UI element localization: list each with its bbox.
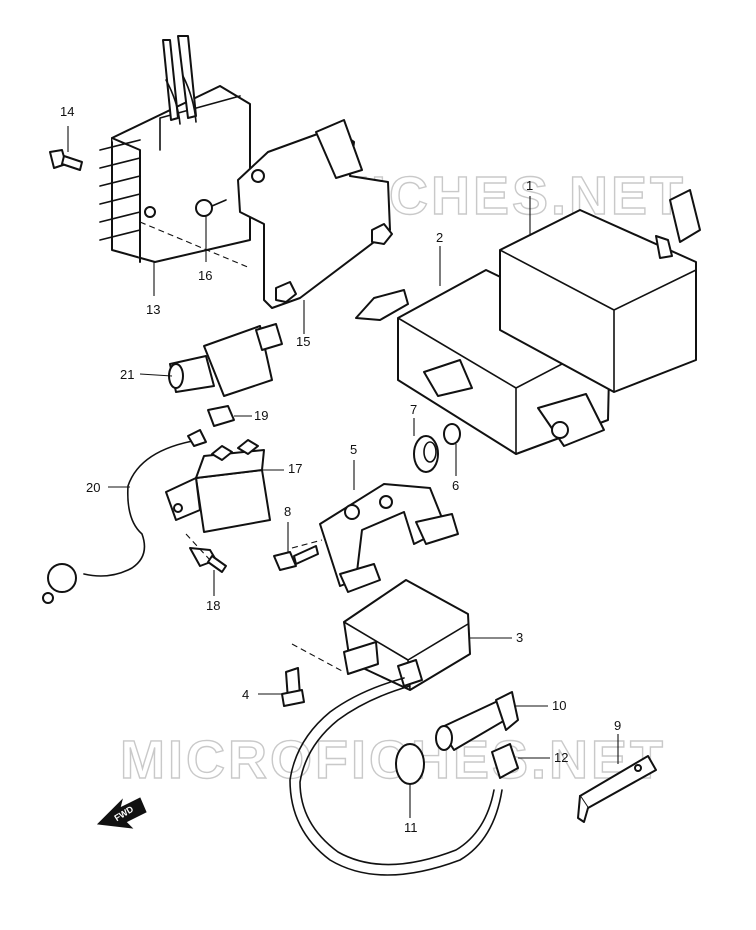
callout-18: 18 xyxy=(206,598,220,613)
callout-12: 12 xyxy=(554,750,568,765)
callout-14: 14 xyxy=(60,104,74,119)
regulator-rectifier-part xyxy=(99,35,251,263)
forward-arrow-icon: FWD xyxy=(96,797,147,829)
plug-cap-10-part xyxy=(435,691,519,751)
grommet-7-part xyxy=(413,435,439,473)
callout-21: 21 xyxy=(120,367,134,382)
screw-8-part xyxy=(273,545,319,571)
bolt-4-part xyxy=(281,667,305,707)
ignition-coil-3-part xyxy=(343,579,471,691)
callout-10: 10 xyxy=(552,698,566,713)
callout-2: 2 xyxy=(436,230,443,245)
watermark-bottom: MICROFICHES.NET xyxy=(120,730,666,790)
connector-12-part xyxy=(491,743,519,779)
bracket-5-part xyxy=(319,483,459,593)
callout-9: 9 xyxy=(614,718,621,733)
cdi-unit-part xyxy=(499,189,701,393)
callout-1: 1 xyxy=(526,178,533,193)
starter-relay-17-part xyxy=(165,439,271,533)
plug-cap-21-part xyxy=(168,323,283,397)
screw-16-part xyxy=(195,199,227,217)
dashed-line-4 xyxy=(291,643,345,673)
callout-19: 19 xyxy=(254,408,268,423)
lead-wire-20-part xyxy=(42,429,207,604)
callout-15: 15 xyxy=(296,334,310,349)
callout-5: 5 xyxy=(350,442,357,457)
nut-19-part xyxy=(207,405,235,427)
leader-lines xyxy=(67,126,619,818)
callout-20: 20 xyxy=(86,480,100,495)
dashed-line-18 xyxy=(185,533,211,561)
dashed-line-8 xyxy=(291,539,323,549)
bracket-15-part xyxy=(237,119,393,309)
clamp-9-part xyxy=(577,755,657,823)
bolt-14-part xyxy=(49,149,83,171)
callout-6: 6 xyxy=(452,478,459,493)
collar-6-part xyxy=(443,423,461,445)
screw-18-part xyxy=(189,547,227,573)
callout-13: 13 xyxy=(146,302,160,317)
callout-11: 11 xyxy=(404,820,418,835)
callout-16: 16 xyxy=(198,268,212,283)
callout-7: 7 xyxy=(410,402,417,417)
callout-3: 3 xyxy=(516,630,523,645)
cap-11-part xyxy=(395,743,425,785)
callout-4: 4 xyxy=(242,687,249,702)
callout-8: 8 xyxy=(284,504,291,519)
high-tension-lead-part xyxy=(289,677,503,876)
callout-17: 17 xyxy=(288,461,302,476)
